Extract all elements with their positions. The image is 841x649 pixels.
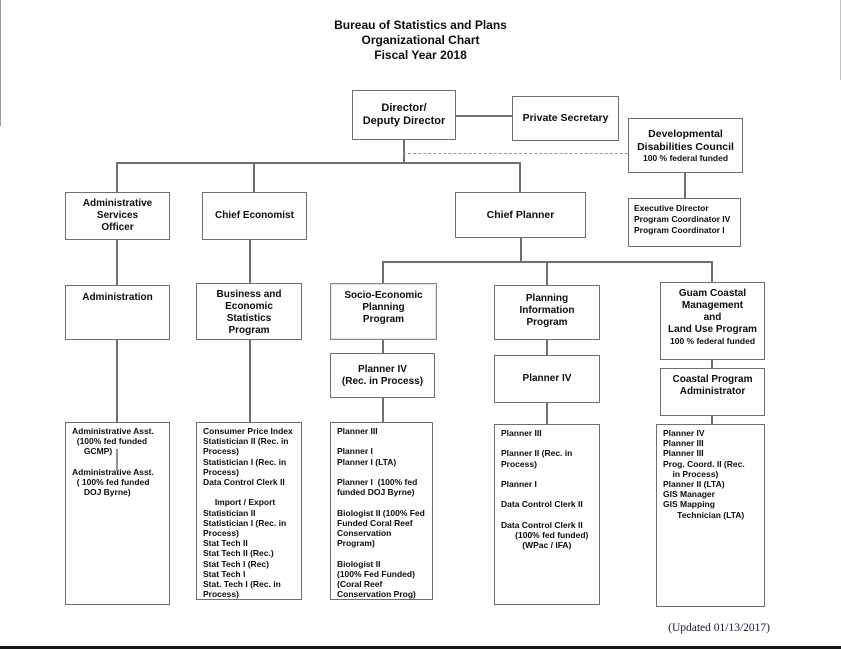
- connector-planner4-staff: [546, 402, 548, 425]
- connector-drop-sepp: [382, 261, 384, 284]
- connector-director-drop: [403, 139, 405, 163]
- box-business-economic-statistics-program: Business and Economic Statistics Program: [196, 283, 302, 340]
- box-private-secretary-label: Private Secretary: [522, 112, 609, 125]
- box-planner-iv-rec-label: Planner IV (Rec. in Process): [341, 363, 424, 387]
- box-planner-iv-label: Planner IV: [522, 373, 572, 384]
- connector-main-horizontal: [116, 162, 521, 164]
- box-chief-planner-label: Chief Planner: [486, 208, 555, 221]
- administration-staff-list: Administrative Asst. (100% fed funded GC…: [72, 426, 154, 498]
- box-besp-label: Business and Economic Statistics Program: [216, 289, 282, 336]
- box-besp-staff-list: Consumer Price Index Statistician II (Re…: [196, 422, 302, 600]
- page-edge-left: [0, 0, 1, 126]
- box-chief-economist-label: Chief Economist: [215, 210, 294, 221]
- box-administrative-services-officer: Administrative Services Officer: [65, 192, 170, 240]
- box-guam-coastal-management: Guam Coastal Management and Land Use Pro…: [660, 282, 765, 360]
- box-socio-economic-planning-program: Socio-Economic Planning Program: [330, 283, 437, 340]
- connector-planner4rec-staff: [382, 397, 384, 423]
- connector-drop-aso: [116, 162, 118, 192]
- box-planner-iv: Planner IV: [494, 355, 600, 403]
- box-gcm-subtitle: 100 % federal funded: [669, 336, 756, 346]
- connector-artifact-adminstaff: [116, 449, 118, 471]
- connector-besp-staff: [249, 339, 251, 423]
- box-gcm-title: Guam Coastal Management and Land Use Pro…: [668, 288, 757, 335]
- connector-ddc-execdir: [684, 172, 686, 199]
- box-sepp-label: Socio-Economic Planning Program: [344, 290, 423, 325]
- connector-planner-drop: [520, 237, 522, 263]
- box-cpa-label: Coastal Program Administrator: [672, 374, 753, 397]
- connector-director-secretary: [456, 115, 512, 117]
- connector-administration-staff: [116, 339, 118, 423]
- box-administration-label: Administration: [82, 292, 153, 303]
- connector-aso-administration: [116, 239, 118, 286]
- box-chief-planner: Chief Planner: [455, 192, 586, 238]
- pip-staff-list: Planner III Planner II (Rec. in Process)…: [501, 428, 589, 551]
- sepp-staff-list: Planner III Planner I Planner I (LTA) Pl…: [337, 426, 425, 600]
- box-ddc-title: Developmental Disabilities Council: [637, 128, 734, 153]
- connector-drop-planner: [519, 162, 521, 192]
- box-private-secretary: Private Secretary: [512, 96, 619, 141]
- connector-pip-planner4: [546, 339, 548, 356]
- updated-date-note: (Updated 01/13/2017): [668, 622, 770, 634]
- page-title: Bureau of Statistics and Plans Organizat…: [334, 18, 507, 62]
- connector-economist-besp: [249, 239, 251, 284]
- box-developmental-disabilities-council: Developmental Disabilities Council 100 %…: [628, 118, 743, 173]
- box-pip-staff-list: Planner III Planner II (Rec. in Process)…: [494, 424, 600, 605]
- box-administration-staff-list: Administrative Asst. (100% fed funded GC…: [65, 422, 170, 605]
- connector-cpa-staff: [711, 415, 713, 425]
- box-planner-iv-rec: Planner IV (Rec. in Process): [330, 353, 435, 398]
- box-chief-economist: Chief Economist: [202, 192, 307, 240]
- besp-staff-list: Consumer Price Index Statistician II (Re…: [203, 426, 293, 600]
- connector-drop-gcm: [711, 261, 713, 283]
- box-coastal-program-administrator: Coastal Program Administrator: [660, 368, 765, 416]
- box-director-label: Director/ Deputy Director: [362, 102, 446, 127]
- box-sepp-staff-list: Planner III Planner I Planner I (LTA) Pl…: [330, 422, 433, 600]
- box-pip-label: Planning Information Program: [519, 293, 575, 328]
- box-administration: Administration: [65, 285, 170, 340]
- box-executive-director-label: Executive Director Program Coordinator I…: [634, 203, 731, 235]
- connector-dashed-ddc: [403, 153, 628, 154]
- gcm-staff-list: Planner IV Planner III Planner III Prog.…: [663, 428, 745, 520]
- box-ddc-subtitle: 100 % federal funded: [642, 153, 729, 163]
- box-director: Director/ Deputy Director: [352, 90, 456, 140]
- page-edge-bottom: [0, 646, 841, 649]
- connector-sepp-planner4rec: [382, 339, 384, 354]
- box-aso-label: Administrative Services Officer: [82, 198, 153, 233]
- box-gcm-staff-list: Planner IV Planner III Planner III Prog.…: [656, 424, 765, 607]
- connector-drop-economist: [253, 162, 255, 192]
- connector-gcm-cpa: [711, 359, 713, 369]
- box-executive-director: Executive Director Program Coordinator I…: [628, 198, 741, 247]
- connector-drop-pip: [546, 261, 548, 286]
- box-planning-information-program: Planning Information Program: [494, 285, 600, 340]
